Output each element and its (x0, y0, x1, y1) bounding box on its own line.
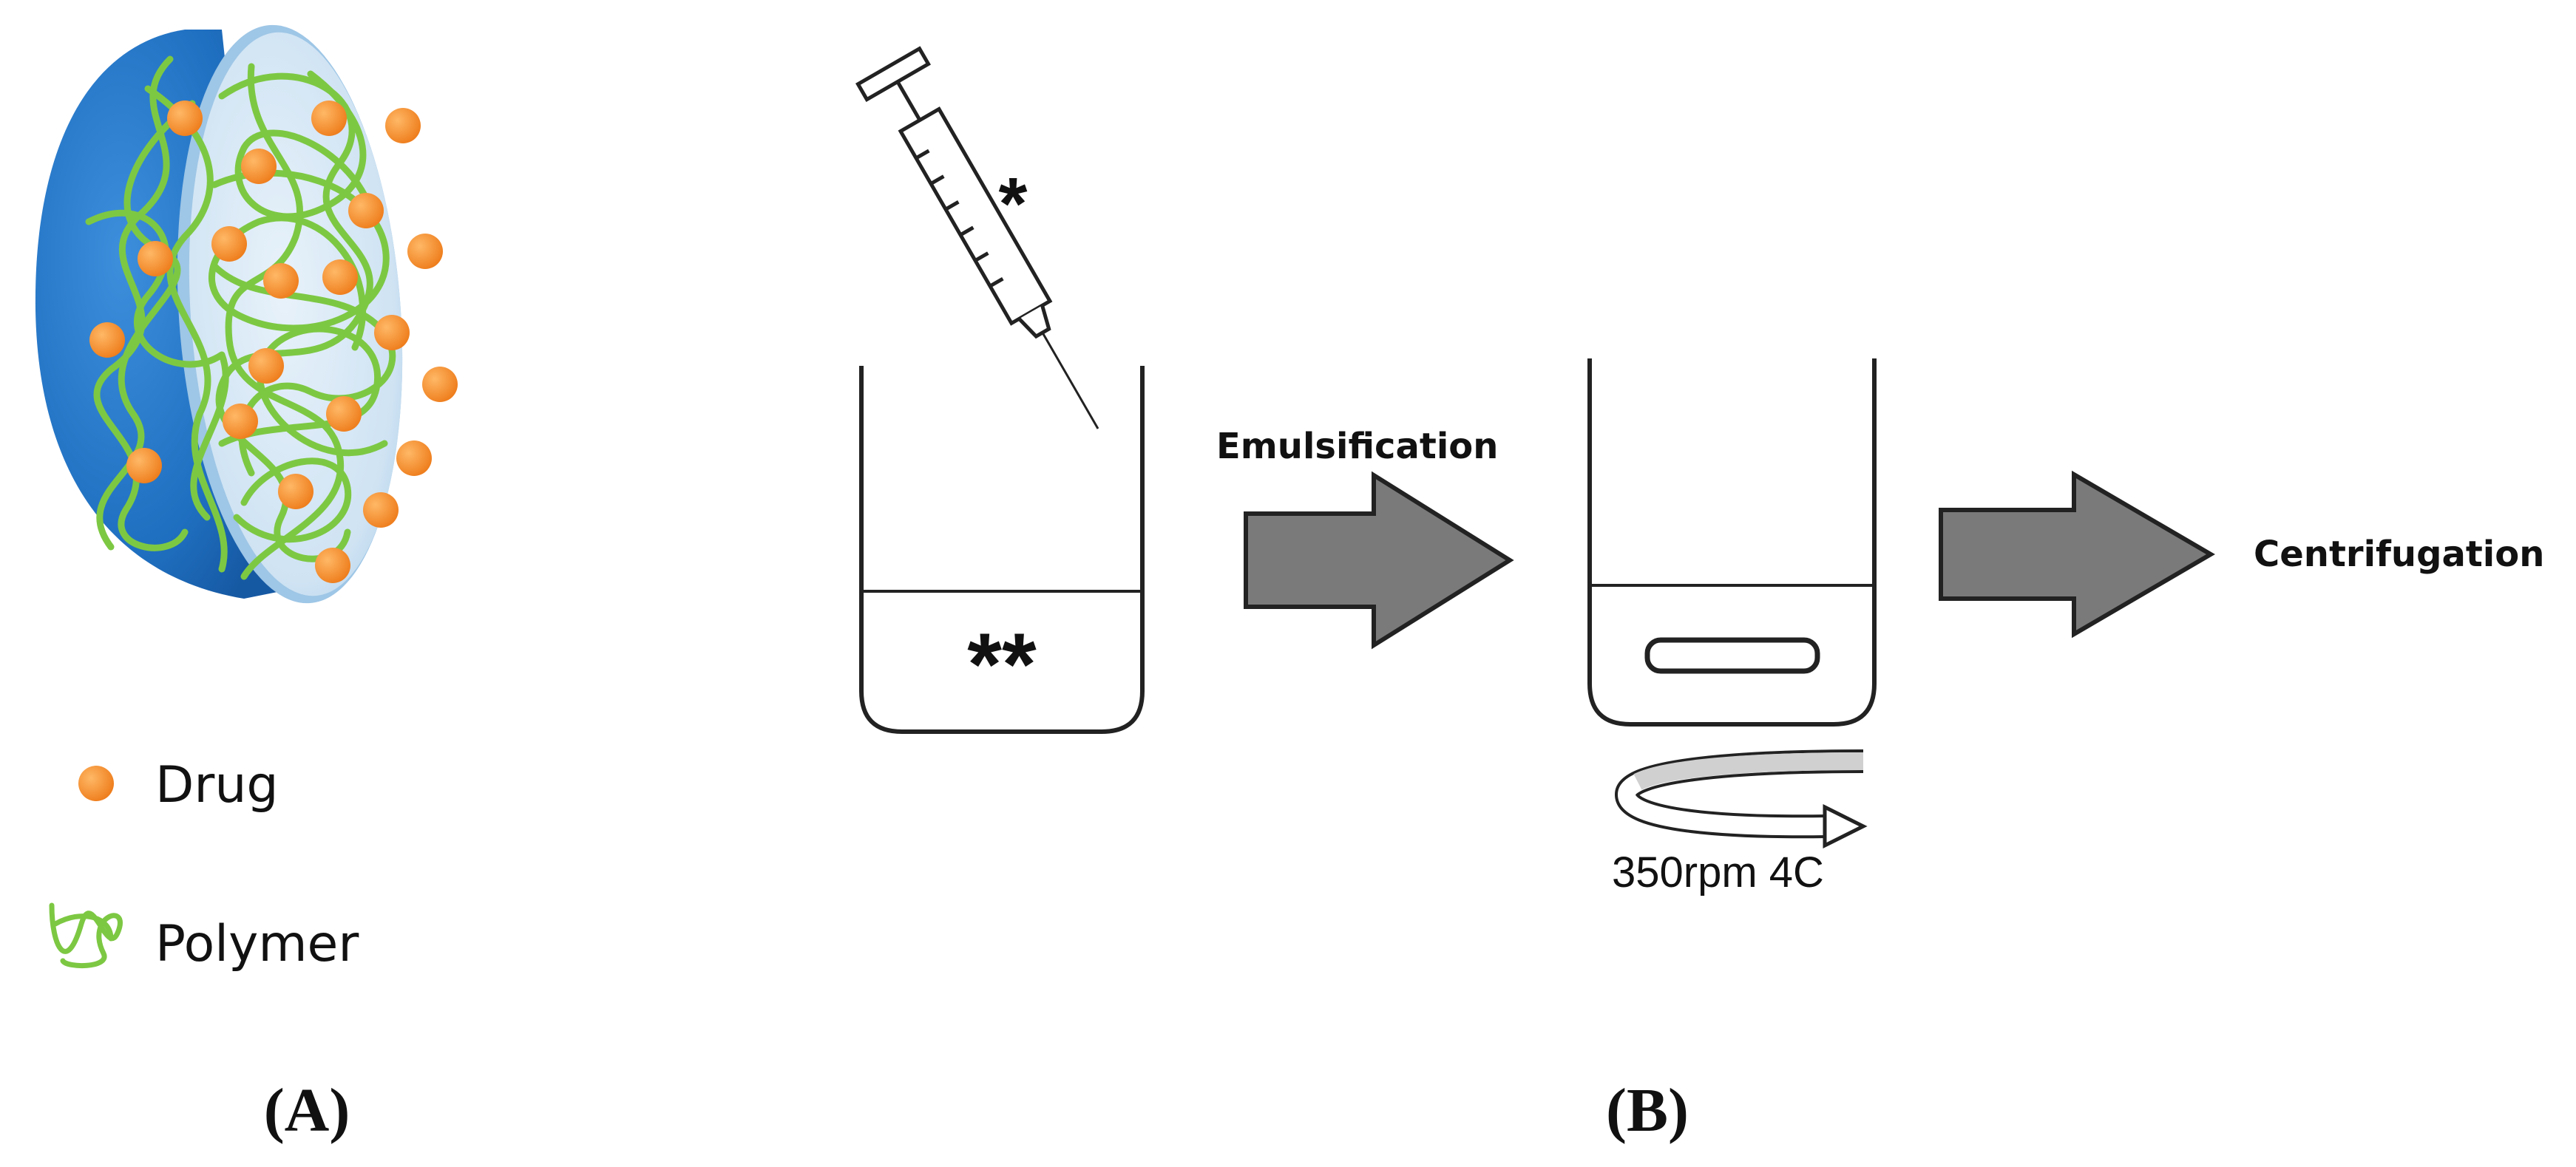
polymer-swatch-icon (49, 902, 123, 969)
legend-drug-label: Drug (155, 756, 279, 814)
stir-bar-icon (1644, 637, 1820, 674)
rotation-arrow-icon (1614, 749, 1868, 849)
arrow-emulsification-icon (1244, 471, 1514, 650)
beaker-2 (1587, 358, 1877, 727)
legend-polymer-label: Polymer (155, 915, 359, 973)
syringe-plunger-cap (855, 46, 931, 103)
legend-polymer: Polymer (49, 902, 359, 973)
syringe-mark: * (999, 163, 1028, 245)
syringe-icon (855, 46, 1099, 429)
nanoparticle-illustration (35, 24, 458, 604)
beaker-mark: ** (967, 615, 1037, 714)
beaker-1: ** (859, 366, 1145, 734)
legend-drug: Drug (78, 756, 279, 814)
arrow-centrifugation-icon (1939, 470, 2215, 639)
drug-spheres (89, 101, 458, 583)
step-1-label: Emulsification (1216, 426, 1498, 467)
syringe-barrel (898, 106, 1053, 326)
beaker-1-outline (859, 366, 1145, 734)
panel-a-label: (A) (264, 1076, 350, 1145)
panel-b-label: (B) (1606, 1076, 1689, 1145)
step-2-label: Centrifugation (2254, 534, 2544, 575)
syringe-needle (1041, 332, 1099, 429)
polymer-strands (85, 55, 396, 580)
stir-speed-label: 350rpm 4C (1612, 848, 1824, 896)
beaker-2-outline (1587, 358, 1877, 727)
drug-swatch-icon (78, 766, 114, 801)
